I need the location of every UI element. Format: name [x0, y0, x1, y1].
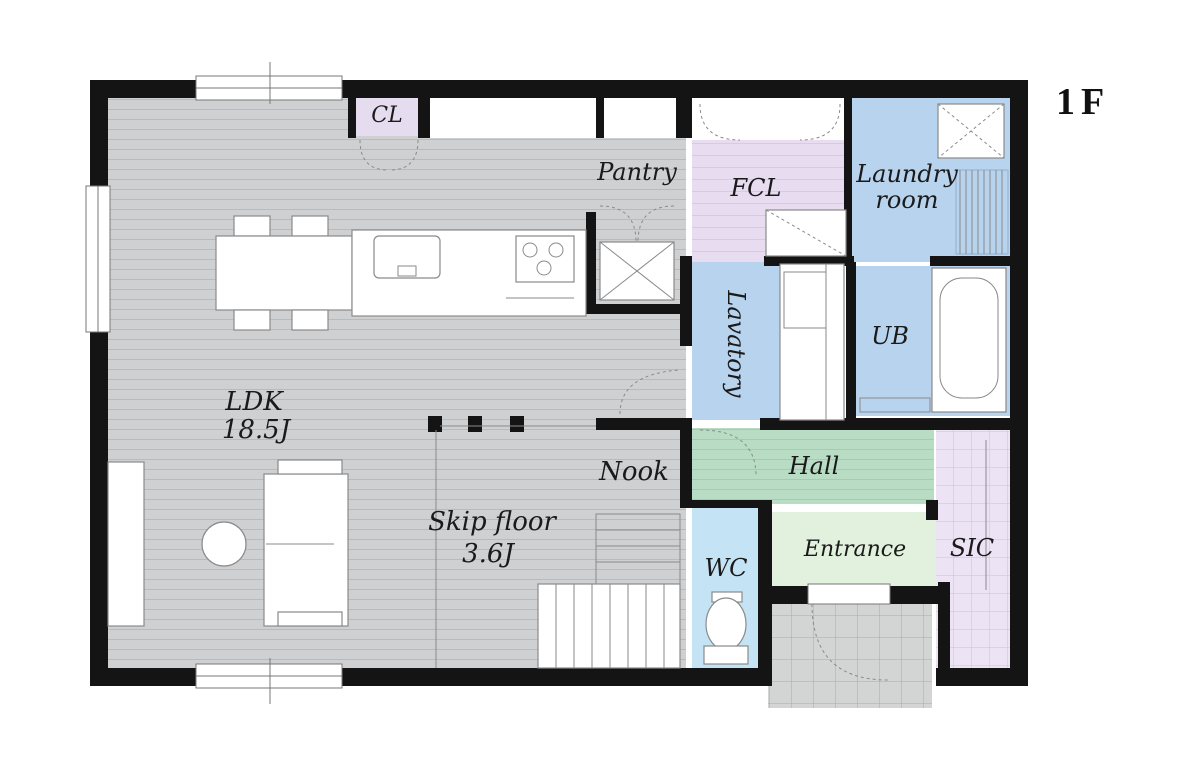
dining-set: [215, 215, 353, 331]
room-label-wc: WC: [704, 554, 747, 582]
room-label-ldk: LDK: [224, 387, 284, 417]
bathtub: [859, 267, 1007, 413]
toilet: [703, 591, 749, 665]
room-label-fcl: FCL: [730, 174, 782, 202]
room-label-entrance: Entrance: [803, 537, 906, 562]
upper-storage-left: [430, 98, 596, 138]
fcl-top-closet: [692, 98, 852, 140]
upper-storage-mid: [604, 98, 676, 138]
floor-label: 1F: [1056, 81, 1110, 123]
room-label-pantry: Pantry: [596, 158, 677, 186]
hall-floor: [692, 428, 934, 504]
room-label-ub: UB: [871, 322, 909, 350]
room-label-sic: SIC: [950, 534, 994, 562]
laundry-fixtures: [765, 103, 1009, 257]
room-size-skip-floor: 3.6J: [462, 539, 515, 569]
living-furniture: [107, 459, 349, 627]
door-swings: [359, 103, 987, 681]
room-label-laundry-1: Laundry: [855, 160, 958, 188]
ldk-floor: [108, 98, 686, 668]
room-label-hall: Hall: [788, 452, 840, 480]
pantry-fixtures: [599, 205, 675, 301]
room-label-nook: Nook: [598, 457, 669, 487]
stairs: [435, 430, 681, 669]
entrance-floor: [772, 512, 938, 586]
room-size-ldk: 18.5J: [222, 415, 292, 445]
room-label-cl: CL: [371, 103, 402, 128]
room-label-laundry-2: room: [875, 186, 938, 214]
room-label-lavatory: Lavatory: [722, 289, 750, 398]
kitchen-counter: [351, 229, 587, 317]
cl-floor: [356, 98, 418, 136]
windows: [85, 62, 891, 704]
lavatory-fixtures: [779, 263, 845, 421]
porch-floor: [768, 600, 932, 708]
lavatory-floor: [692, 262, 780, 420]
room-label-skip-floor: Skip floor: [428, 507, 557, 537]
